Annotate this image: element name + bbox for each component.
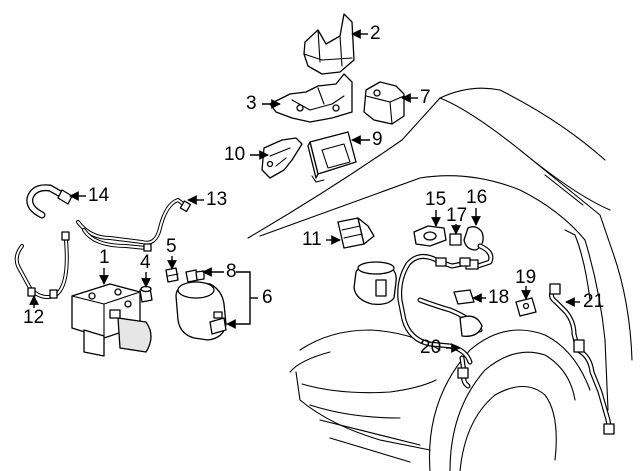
part-bracket-19: [515, 297, 537, 317]
part-module-11: [337, 217, 375, 249]
callout-14: 14: [88, 185, 110, 206]
callout-2: 2: [370, 23, 381, 44]
callout-3: 3: [246, 93, 257, 114]
part-control-module-9: [307, 131, 357, 183]
callout-numbers: 2 3 7 9 10 14 13 1 4 5 8 6 12 11 15 17 1…: [23, 23, 604, 358]
part-grommet-4: [139, 285, 153, 303]
part-accumulator-6: [175, 281, 227, 341]
part-sensor-wire-21: [548, 283, 615, 435]
part-bolt-5: [165, 267, 179, 283]
callout-5: 5: [166, 236, 177, 257]
callout-8: 8: [226, 261, 237, 282]
part-connector-18: [453, 289, 475, 305]
callout-1: 1: [99, 247, 110, 268]
callout-4: 4: [140, 252, 151, 273]
vehicle-body-outline: [247, 87, 633, 471]
part-actuator-7: [363, 81, 405, 125]
part-connector-17: [449, 233, 462, 246]
callout-6: 6: [262, 287, 273, 308]
callout-7: 7: [420, 87, 431, 108]
part-sensor-15: [413, 225, 447, 247]
part-bracket-3: [269, 73, 353, 123]
part-bracket-2: [303, 13, 355, 75]
part-brake-line-13: [76, 198, 192, 252]
engine-bay-reservoir: [353, 261, 397, 306]
leader-lines: [29, 29, 580, 353]
callout-10: 10: [224, 144, 245, 165]
callout-21: 21: [583, 291, 604, 312]
callout-9: 9: [372, 129, 383, 150]
part-wheel-sensor-20: [457, 315, 483, 389]
part-bracket-10: [261, 137, 303, 179]
callout-16: 16: [466, 187, 487, 208]
part-abs-modulator-1: [71, 283, 152, 357]
callout-19: 19: [515, 267, 536, 288]
part-bolt-8: [185, 269, 205, 283]
callout-15: 15: [425, 189, 446, 210]
callout-11: 11: [302, 229, 322, 250]
part-hose-14: [26, 184, 73, 219]
part-brake-line-12: [14, 231, 70, 299]
callout-12: 12: [23, 307, 44, 328]
callout-17: 17: [446, 205, 467, 226]
callout-18: 18: [488, 287, 509, 308]
callout-20: 20: [420, 337, 441, 358]
callout-13: 13: [206, 189, 227, 210]
